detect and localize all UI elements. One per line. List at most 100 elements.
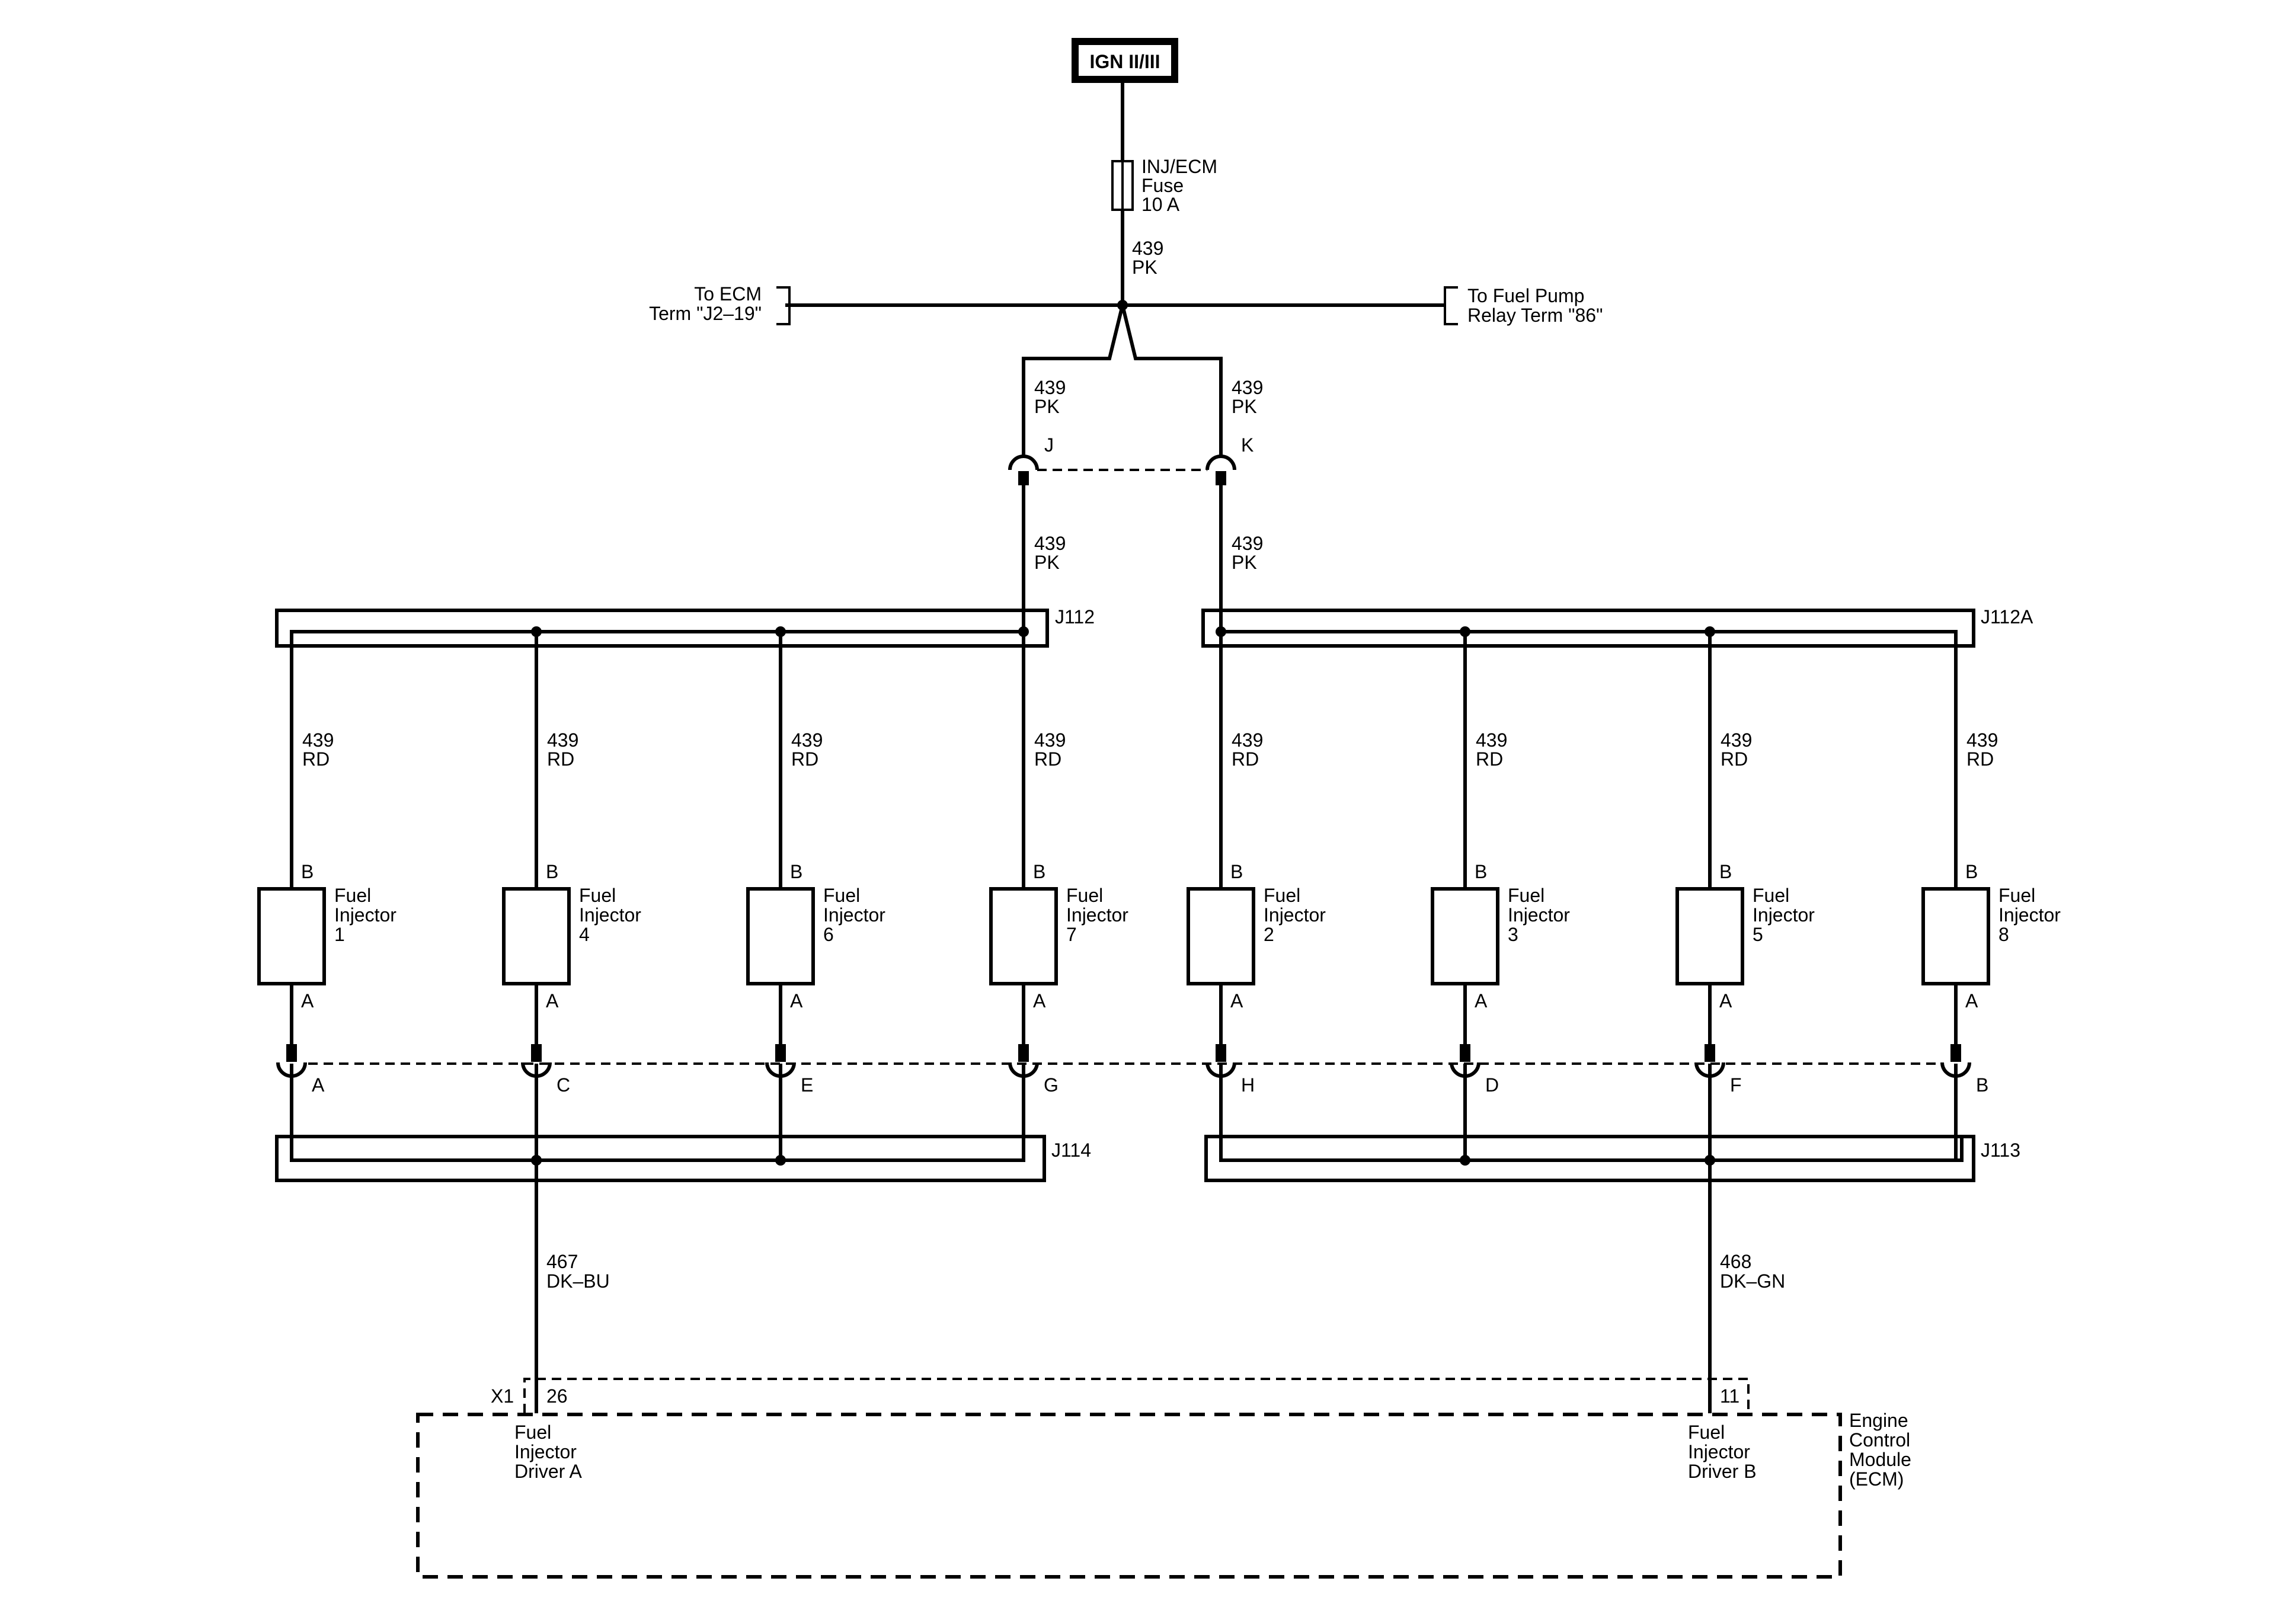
injector-3-pin-b: B [1475,861,1487,882]
injector-8-pin-a: A [1965,990,1978,1012]
ecm-title-2: Control [1849,1429,1910,1451]
injector-3-connector-pin: D [1485,1074,1499,1096]
injector-4-wire-color: RD [547,748,574,770]
relay-branch-text-2: Relay Term "86" [1467,305,1603,326]
splice-j113: J113 [1204,1135,2020,1182]
injector-3-wire-circuit: 439 [1476,729,1507,751]
fuel-injector-7-body [989,887,1058,985]
fuel-injector-4-body [502,887,571,985]
injector-6-number: 6 [823,924,834,945]
fuse-label-line1: INJ/ECM [1141,156,1217,177]
injector-columns: 439RDBAAFuelInjector1439RDBACFuelInjecto… [257,626,2061,1166]
fuel-injector-6-body [746,887,815,985]
driver-a-splice-dot [531,1155,542,1166]
injector-6-bottom-splice-dot [775,1155,786,1166]
injector-2-name-1: Fuel [1264,885,1300,906]
injector-8-wire-color: RD [1966,748,1994,770]
relay-branch-bracket [1444,286,1458,325]
injector-2-pin-b: B [1230,861,1243,882]
ecm-connector-label: X1 [491,1385,514,1407]
injector-1-male-pin [286,1044,297,1062]
injector-7-top-splice-dot [1018,626,1029,637]
engine-control-module: Engine Control Module (ECM) Fuel Injecto… [416,1410,1911,1579]
splice-j113-label: J113 [1981,1140,2020,1161]
wire-to-pin-j [1022,305,1124,456]
injector-1-name-1: Fuel [334,885,371,906]
injector-7-name-1: Fuel [1066,885,1103,906]
wire-j-above-color: PK [1034,396,1060,417]
injector-7-pin-b: B [1033,861,1045,882]
pin-k-male [1216,471,1226,485]
injector-8-name-2: Injector [1998,904,2061,926]
driver-b-label-1: Fuel [1688,1422,1725,1443]
fuel-injector-5-body [1675,887,1744,985]
injector-7-pin-a: A [1033,990,1046,1012]
injector-2-number: 2 [1264,924,1274,945]
injector-6-name-1: Fuel [823,885,860,906]
injector-4-connector-pin: C [557,1074,570,1096]
splice-j112: J112 [275,606,1095,648]
wire-k-above-circuit: 439 [1232,377,1263,398]
injector-3-top-splice-dot [1460,626,1470,637]
injector-5-name-2: Injector [1753,904,1815,926]
injector-1-pin-a: A [301,990,314,1012]
ecm-title-1: Engine [1849,1410,1908,1431]
injector-3-wire-color: RD [1476,748,1503,770]
injector-2-male-pin [1216,1044,1226,1062]
driver-a-label-2: Injector [514,1441,577,1462]
injector-2-top-splice-dot [1216,626,1226,637]
injector-6-pin-b: B [790,861,802,882]
injector-6-top-splice-dot [775,626,786,637]
injector-6-pin-a: A [790,990,803,1012]
injector-5-connector-pin: F [1730,1074,1742,1096]
wire-j-above-circuit: 439 [1034,377,1066,398]
injector-8-wire-circuit: 439 [1966,729,1998,751]
ecm-title-3: Module [1849,1449,1911,1470]
ign-label: IGN II/III [1089,51,1160,72]
injector-6-male-pin [775,1044,786,1062]
injector-7-male-pin [1018,1044,1029,1062]
injector-6-wire-circuit: 439 [791,729,823,751]
injector-1-wire-color: RD [302,748,330,770]
fuel-injector-1-body [257,887,326,985]
wire-k-below-circuit: 439 [1232,533,1263,554]
ign-power-source: IGN II/III [1072,38,1178,83]
injector-5-wire-circuit: 439 [1721,729,1752,751]
injector-1-female-pin [276,1062,307,1078]
injector-4-pin-a: A [546,990,559,1012]
injector-3-name-1: Fuel [1508,885,1544,906]
injector-3-pin-a: A [1475,990,1488,1012]
injector-4-pin-b: B [546,861,558,882]
injector-1-number: 1 [334,924,345,945]
injector-7-wire-color: RD [1034,748,1061,770]
injector-7-number: 7 [1066,924,1077,945]
fuel-injector-8-body [1921,887,1990,985]
driver-a-label-3: Driver A [514,1461,582,1482]
splice-j114: J114 [275,1135,1091,1182]
injector-8-number: 8 [1998,924,2009,945]
pin-j-male [1018,471,1029,485]
injector-8-pin-b: B [1965,861,1978,882]
pin-k-label: K [1241,434,1253,456]
feed-wire-circuit: 439 [1132,238,1163,259]
injector-7-wire-circuit: 439 [1034,729,1066,751]
fuse-label: INJ/ECM Fuse 10 A [1141,156,1217,215]
wire-to-pin-k [1121,305,1223,456]
injector-5-name-1: Fuel [1753,885,1789,906]
pin-j-label: J [1044,434,1054,456]
relay-branch-text-1: To Fuel Pump [1467,285,1584,306]
injector-3-female-pin [1450,1062,1480,1078]
wire-k-above-color: PK [1232,396,1257,417]
injector-7-connector-pin: G [1044,1074,1059,1096]
injector-5-female-pin [1694,1062,1725,1078]
injector-6-name-2: Injector [823,904,885,926]
ecm-branch-text-1: To ECM [694,283,762,305]
injector-4-male-pin [531,1044,542,1062]
wire-j-below-circuit: 439 [1034,533,1066,554]
splice-j114-label: J114 [1051,1140,1091,1161]
driver-a-label-1: Fuel [514,1422,551,1443]
